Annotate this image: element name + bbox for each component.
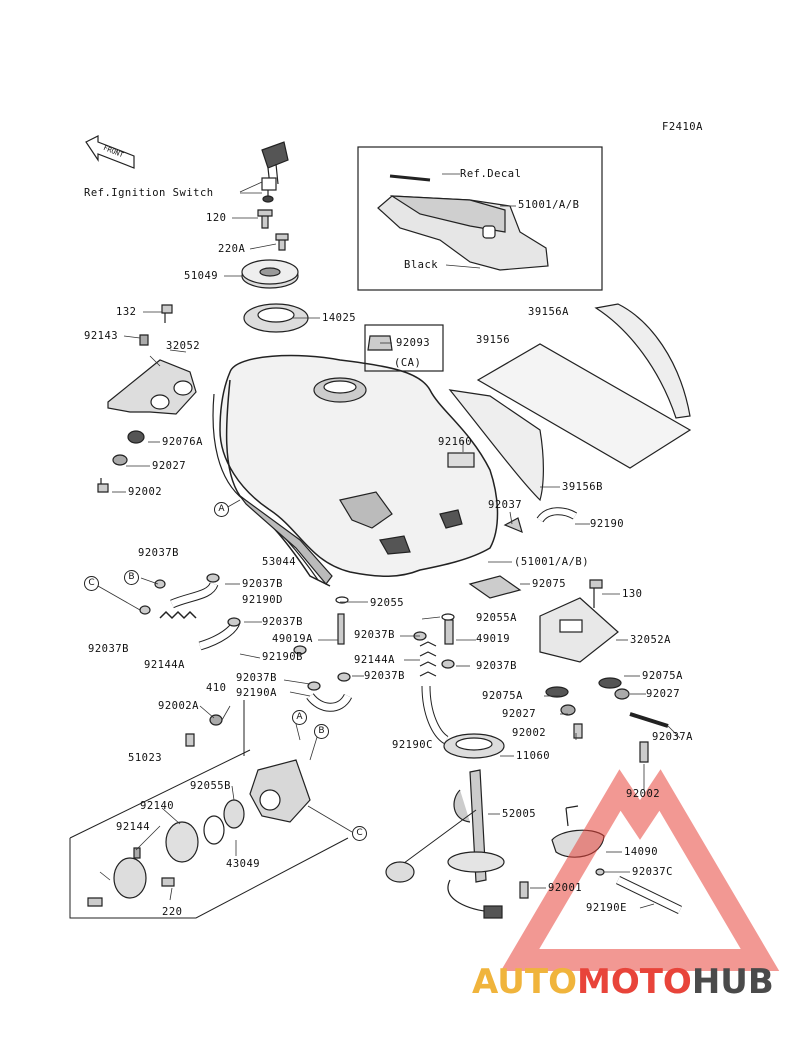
ref-circle-a-tank: A bbox=[214, 502, 229, 517]
part-92037c: 92037C bbox=[632, 866, 673, 878]
part-92143: 92143 bbox=[84, 330, 119, 342]
part-92037b-8: 92037B bbox=[364, 670, 405, 682]
ref-decal-box bbox=[357, 146, 603, 291]
part-39156: 39156 bbox=[476, 334, 511, 346]
fuel-pump-assembly-box bbox=[69, 749, 349, 919]
part-92093: 92093 bbox=[396, 337, 431, 349]
pad-39156b bbox=[448, 389, 544, 502]
part-92055b: 92055B bbox=[190, 780, 231, 792]
part-92140: 92140 bbox=[140, 800, 175, 812]
part-92190c: 92190C bbox=[392, 739, 433, 751]
part-92002a: 92002A bbox=[158, 700, 199, 712]
ref-circle-c-pump: C bbox=[352, 826, 367, 841]
part-14025: 14025 bbox=[322, 312, 357, 324]
part-51001ab-paren: (51001/A/B) bbox=[514, 556, 590, 568]
ref-decal-label: Ref.Decal bbox=[460, 168, 522, 180]
part-92037b-5: 92037B bbox=[354, 629, 395, 641]
ref-circle-b-hose: B bbox=[124, 570, 139, 585]
ref-circle-a-pump: A bbox=[292, 710, 307, 725]
part-92002-mid: 92002 bbox=[512, 727, 547, 739]
part-49019a: 49019A bbox=[272, 633, 313, 645]
part-32052a: 32052A bbox=[630, 634, 671, 646]
part-51049: 51049 bbox=[184, 270, 219, 282]
part-92037b-1: 92037B bbox=[138, 547, 179, 559]
part-92037: 92037 bbox=[488, 499, 523, 511]
part-220: 220 bbox=[162, 906, 183, 918]
ref-circle-b-pump: B bbox=[314, 724, 329, 739]
part-410: 410 bbox=[206, 682, 227, 694]
watermark-hub: HUB bbox=[691, 962, 774, 1002]
part-130: 130 bbox=[622, 588, 643, 600]
part-14090: 14090 bbox=[624, 846, 659, 858]
part-39156a: 39156A bbox=[528, 306, 569, 318]
part-92027-mid: 92027 bbox=[502, 708, 537, 720]
black-label: Black bbox=[404, 259, 439, 271]
watermark-text: AUTOMOTOHUB bbox=[472, 962, 774, 1002]
part-92190e: 92190E bbox=[586, 902, 627, 914]
part-11060: 11060 bbox=[516, 750, 551, 762]
part-92190: 92190 bbox=[590, 518, 625, 530]
part-92037b-2: 92037B bbox=[242, 578, 283, 590]
part-43049: 43049 bbox=[226, 858, 261, 870]
figure-code: F2410A bbox=[662, 121, 703, 133]
part-49019: 49019 bbox=[476, 633, 511, 645]
part-92037b-4: 92037B bbox=[88, 643, 129, 655]
pad-39156 bbox=[476, 343, 692, 469]
part-92037b-6: 92037B bbox=[476, 660, 517, 672]
part-52005: 52005 bbox=[502, 808, 537, 820]
part-51023: 51023 bbox=[128, 752, 163, 764]
part-92076a: 92076A bbox=[162, 436, 203, 448]
clip-92093-box bbox=[364, 324, 444, 372]
ref-ignition-switch-label: Ref.Ignition Switch bbox=[84, 187, 214, 199]
watermark-moto: MOTO bbox=[576, 962, 692, 1002]
part-92075a-2: 92075A bbox=[482, 690, 523, 702]
ignition-switch-drawing bbox=[261, 141, 289, 203]
part-32052: 32052 bbox=[166, 340, 201, 352]
ca-label: (CA) bbox=[394, 357, 422, 369]
part-92144a-2: 92144A bbox=[354, 654, 395, 666]
part-92055: 92055 bbox=[370, 597, 405, 609]
part-132: 132 bbox=[116, 306, 137, 318]
part-92037b-7: 92037B bbox=[236, 672, 277, 684]
part-92027-right: 92027 bbox=[646, 688, 681, 700]
part-92055a: 92055A bbox=[476, 612, 517, 624]
part-120: 120 bbox=[206, 212, 227, 224]
fuel-pump-body bbox=[249, 759, 311, 823]
ref-circle-c-hose: C bbox=[84, 576, 99, 591]
front-arrow-icon: FRONT bbox=[85, 135, 135, 169]
part-92001: 92001 bbox=[548, 882, 583, 894]
watermark-auto: AUTO bbox=[472, 962, 577, 1002]
part-92075a-1: 92075A bbox=[642, 670, 683, 682]
part-92002-right: 92002 bbox=[626, 788, 661, 800]
part-92144a-1: 92144A bbox=[144, 659, 185, 671]
bracket-32052 bbox=[107, 359, 197, 415]
part-92037a: 92037A bbox=[652, 731, 693, 743]
fuel-tank bbox=[219, 354, 499, 578]
part-92075: 92075 bbox=[532, 578, 567, 590]
part-220a: 220A bbox=[218, 243, 246, 255]
part-92002-left: 92002 bbox=[128, 486, 163, 498]
part-92190b: 92190B bbox=[262, 651, 303, 663]
part-92037b-3: 92037B bbox=[262, 616, 303, 628]
part-51001ab: 51001/A/B bbox=[518, 199, 580, 211]
part-92027-left: 92027 bbox=[152, 460, 187, 472]
part-92160: 92160 bbox=[438, 436, 473, 448]
part-92190a: 92190A bbox=[236, 687, 277, 699]
part-53044: 53044 bbox=[262, 556, 297, 568]
part-92190d: 92190D bbox=[242, 594, 283, 606]
pad-39156a bbox=[594, 303, 691, 419]
part-92144: 92144 bbox=[116, 821, 151, 833]
part-39156b: 39156B bbox=[562, 481, 603, 493]
watermark-logo bbox=[500, 769, 780, 971]
